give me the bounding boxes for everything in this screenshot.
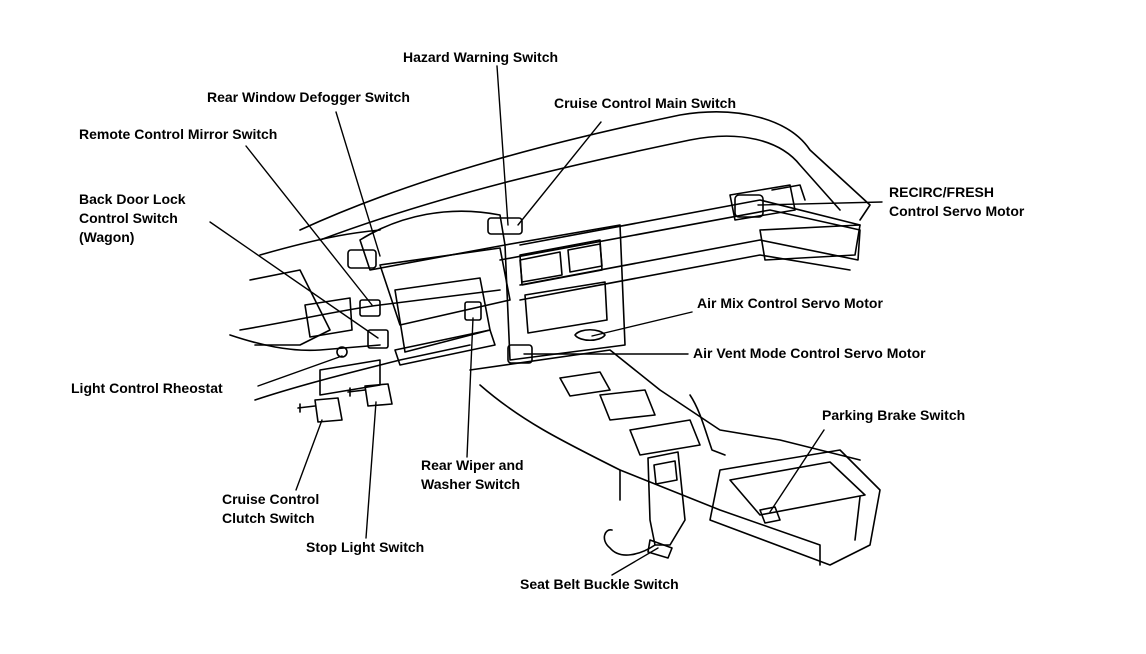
radio-lower bbox=[524, 281, 608, 334]
label-rear-window-defogger-switch: Rear Window Defogger Switch bbox=[207, 89, 410, 105]
armrest-top bbox=[729, 461, 866, 516]
dash-left-vent bbox=[304, 297, 353, 338]
center-stack bbox=[504, 224, 626, 361]
console-tray2 bbox=[629, 419, 701, 456]
seat-belt-buckle bbox=[647, 451, 686, 546]
dash-face-line bbox=[519, 254, 851, 301]
stop-switch-stem bbox=[347, 387, 366, 397]
label-stop-light-switch: Stop Light Switch bbox=[306, 539, 425, 555]
switch-defogger bbox=[347, 249, 377, 269]
cluster-hood bbox=[359, 210, 506, 271]
hvac-knob bbox=[574, 328, 606, 342]
leader-remote-mirror bbox=[245, 145, 373, 306]
dash-left-panel bbox=[249, 269, 331, 346]
label-remote-control-mirror-switch: Remote Control Mirror Switch bbox=[79, 126, 278, 142]
dash-lower-edge bbox=[499, 209, 861, 286]
switch-mirror bbox=[359, 299, 381, 317]
label-cruise-control-clutch-switch: Cruise Control Clutch Switch bbox=[222, 491, 320, 526]
armrest-box bbox=[709, 449, 881, 566]
leader-rear-defogger bbox=[335, 111, 381, 257]
leader-back-door bbox=[209, 221, 379, 339]
parking-brake-switch-body bbox=[759, 506, 781, 524]
buckle-wire bbox=[603, 529, 656, 556]
cluster-lower bbox=[394, 329, 496, 366]
leader-air-mix bbox=[591, 311, 693, 337]
leader-lines bbox=[209, 65, 883, 576]
label-back-door-lock-control-switch: Back Door Lock Control Switch (Wagon) bbox=[79, 191, 186, 245]
label-cruise-control-main-switch: Cruise Control Main Switch bbox=[554, 95, 737, 111]
armrest-seam bbox=[854, 496, 861, 541]
label-light-control-rheostat: Light Control Rheostat bbox=[71, 380, 223, 396]
leader-hazard bbox=[496, 65, 509, 226]
vent-center bbox=[519, 251, 563, 283]
label-seat-belt-buckle-switch: Seat Belt Buckle Switch bbox=[520, 576, 679, 592]
vent-center2 bbox=[567, 243, 603, 273]
console-front bbox=[479, 384, 821, 566]
shift-lever bbox=[689, 394, 726, 456]
clutch-switch-stem bbox=[297, 403, 316, 413]
console-outline bbox=[469, 349, 861, 461]
dash-top-edge bbox=[259, 229, 381, 256]
cluster-face bbox=[379, 247, 511, 326]
label-parking-brake-switch: Parking Brake Switch bbox=[822, 407, 966, 423]
leader-seat-belt bbox=[611, 547, 659, 576]
right-vent bbox=[729, 184, 796, 221]
servo-recirc bbox=[734, 194, 764, 218]
console-tray bbox=[599, 389, 656, 421]
dash-top-line2 bbox=[519, 199, 861, 246]
leader-cruise-main bbox=[517, 121, 602, 226]
label-air-mix-control-servo-motor: Air Mix Control Servo Motor bbox=[697, 295, 883, 311]
dash-left-curve bbox=[229, 334, 381, 352]
buckle-base bbox=[647, 539, 673, 559]
leader-stop-light bbox=[365, 401, 377, 539]
label-recirc-fresh-control-servo-motor: RECIRC/FRESH Control Servo Motor bbox=[889, 184, 1025, 219]
dash-face-line2 bbox=[239, 289, 501, 331]
stop-switch-body bbox=[364, 383, 393, 407]
light-rheostat-knob bbox=[336, 346, 348, 358]
console-cup bbox=[559, 371, 611, 397]
leader-recirc bbox=[757, 201, 883, 206]
clutch-switch-body bbox=[314, 397, 343, 423]
leader-cruise-clutch bbox=[295, 419, 323, 491]
dash-lower-left bbox=[254, 344, 471, 401]
switch-back-door bbox=[367, 329, 389, 349]
label-rear-wiper-and-washer-switch: Rear Wiper and Washer Switch bbox=[421, 457, 524, 492]
dash-top-outline bbox=[299, 111, 871, 231]
leader-parking-brake bbox=[769, 429, 825, 513]
right-glovebox bbox=[759, 224, 861, 261]
leader-light-rheostat bbox=[257, 355, 343, 387]
buckle-slot bbox=[653, 460, 678, 485]
label-air-vent-mode-control-servo-motor: Air Vent Mode Control Servo Motor bbox=[693, 345, 926, 361]
label-hazard-warning-switch: Hazard Warning Switch bbox=[403, 49, 559, 65]
dash-top-inner bbox=[319, 135, 841, 241]
right-vent-blade bbox=[771, 184, 806, 201]
switch-hazard bbox=[487, 217, 523, 235]
leader-rear-wiper bbox=[466, 317, 474, 458]
